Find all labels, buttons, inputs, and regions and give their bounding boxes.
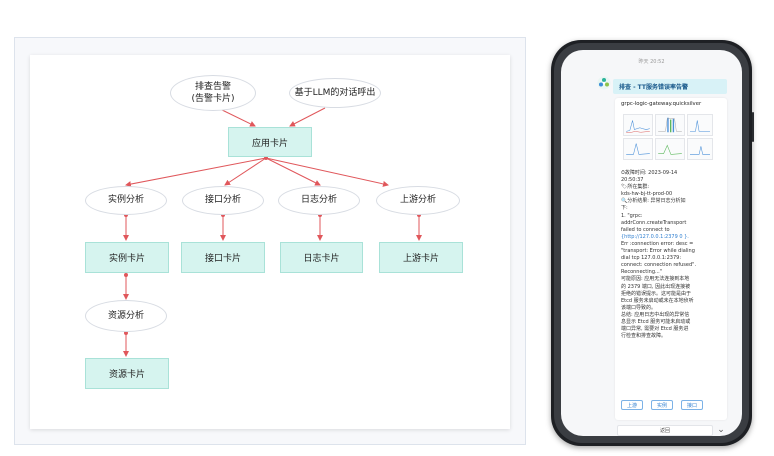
node-resource-card-label: 资源卡片 — [108, 370, 145, 380]
metric-charts-thumbnail[interactable] — [623, 114, 713, 162]
node-instance-analysis: 实例分析 — [85, 186, 167, 215]
body-line: 端口异常, 需要对 Etcd 服务进 — [621, 326, 689, 333]
node-instance-card: 实例卡片 — [85, 242, 169, 273]
phone-screen: 昨天 20:52 排查 - TT服务错误率告警 grpc-logic-gatew… — [561, 50, 742, 436]
body-line: 拒绝的错误提示。这可能是由于 — [621, 290, 692, 297]
metric-chart-3 — [687, 114, 713, 136]
service-name: grpc-logic-gateway.quicksilver — [621, 101, 702, 107]
body-line: 下: — [621, 205, 628, 212]
node-app-card-label: 应用卡片 — [251, 138, 288, 149]
metric-chart-2 — [655, 114, 685, 136]
node-llm-label: 基于LLM的对话呼出 — [294, 87, 376, 98]
body-line: addrConn.createTransport — [621, 219, 687, 226]
node-llm-dialog: 基于LLM的对话呼出 — [289, 78, 381, 108]
back-button[interactable]: 返回 — [617, 425, 713, 436]
body-line: "transport: Error while dialing — [621, 248, 695, 255]
body-line: 该端口导致的。 — [621, 304, 657, 311]
bot-avatar-icon — [597, 76, 611, 90]
alert-analysis-text: ⏱故障时间: 2023-09-14 20:50:37 🏷所在集群: kds-hw… — [621, 170, 723, 340]
node-resource-analysis: 资源分析 — [85, 300, 167, 332]
interface-button[interactable]: 接口 — [681, 400, 703, 410]
body-line: kds-hw-bj-tt-prod-00 — [621, 191, 673, 198]
node-log-analysis-label: 日志分析 — [300, 195, 337, 206]
alert-card-title[interactable]: 排查 - TT服务错误率告警 — [613, 79, 727, 94]
node-resource-analysis-label: 资源分析 — [107, 310, 144, 321]
body-line: 行检查和排查故障。 — [621, 333, 667, 340]
body-line: 🏷所在集群: — [621, 184, 650, 191]
body-line: failed to connect to — [621, 226, 670, 233]
body-line: Etcd 服务未启动或未在本地侦听 — [621, 297, 694, 304]
node-log-card-label: 日志卡片 — [303, 254, 340, 264]
phone-frame: 昨天 20:52 排查 - TT服务错误率告警 grpc-logic-gatew… — [551, 40, 752, 446]
node-alert-line2: (告警卡片) — [191, 94, 235, 104]
node-alert-line1: 排查告警 — [194, 81, 231, 92]
body-line: Err :connection error: desc = — [621, 240, 694, 247]
node-app-card: 应用卡片 — [228, 127, 312, 157]
instance-button[interactable]: 实例 — [651, 400, 673, 410]
body-line: 总结: 应用日志中出现的异常信 — [621, 311, 690, 318]
metric-chart-1 — [623, 114, 653, 136]
node-log-analysis: 日志分析 — [278, 186, 360, 215]
node-resource-card: 资源卡片 — [85, 358, 169, 389]
address-link[interactable]: {http://127.0.0.1:2379 0 }. — [621, 233, 689, 240]
node-instance-analysis-label: 实例分析 — [107, 195, 144, 206]
node-instance-card-label: 实例卡片 — [108, 254, 145, 264]
metric-chart-5 — [655, 138, 685, 160]
upstream-button[interactable]: 上游 — [621, 400, 643, 410]
body-line: ⏱故障时间: 2023-09-14 — [621, 170, 678, 176]
message-timestamp: 昨天 20:52 — [638, 59, 665, 65]
alert-message-card: grpc-logic-gateway.quicksilver — [615, 98, 727, 420]
phone-side-button — [752, 112, 754, 142]
node-interface-card-label: 接口卡片 — [204, 254, 241, 264]
node-interface-card: 接口卡片 — [181, 242, 265, 273]
node-interface-analysis-label: 接口分析 — [204, 195, 241, 206]
node-upstream-card: 上游卡片 — [379, 242, 463, 273]
body-line: 20:50:37 — [621, 177, 644, 184]
node-interface-analysis: 接口分析 — [182, 186, 264, 215]
collapse-chevron-icon[interactable]: ⌄ — [717, 425, 725, 435]
metric-chart-6 — [687, 138, 713, 160]
body-line: 1. "grpc: — [621, 212, 643, 219]
body-line: 可能原因: 应用无法连接到本地 — [621, 276, 690, 283]
action-buttons: 上游 实例 接口 — [621, 400, 721, 412]
body-line: 的 2379 端口, 因此出现连接被 — [621, 283, 691, 290]
body-line: 🔍分析结果: 异常日志分析如 — [621, 198, 686, 205]
body-line: connect: connection refused". — [621, 262, 697, 269]
body-line: 息显示 Etcd 服务可能未启动或 — [621, 318, 691, 325]
body-line: dial tcp 127.0.0.1:2379: — [621, 255, 682, 262]
node-upstream-analysis-label: 上游分析 — [399, 195, 436, 206]
body-line: Reconnecting..." — [621, 269, 663, 276]
node-log-card: 日志卡片 — [280, 242, 363, 273]
metric-chart-4 — [623, 138, 653, 160]
node-upstream-analysis: 上游分析 — [376, 186, 460, 215]
node-upstream-card-label: 上游卡片 — [402, 254, 439, 264]
node-alert-investigation: 排查告警 (告警卡片) — [170, 75, 256, 111]
